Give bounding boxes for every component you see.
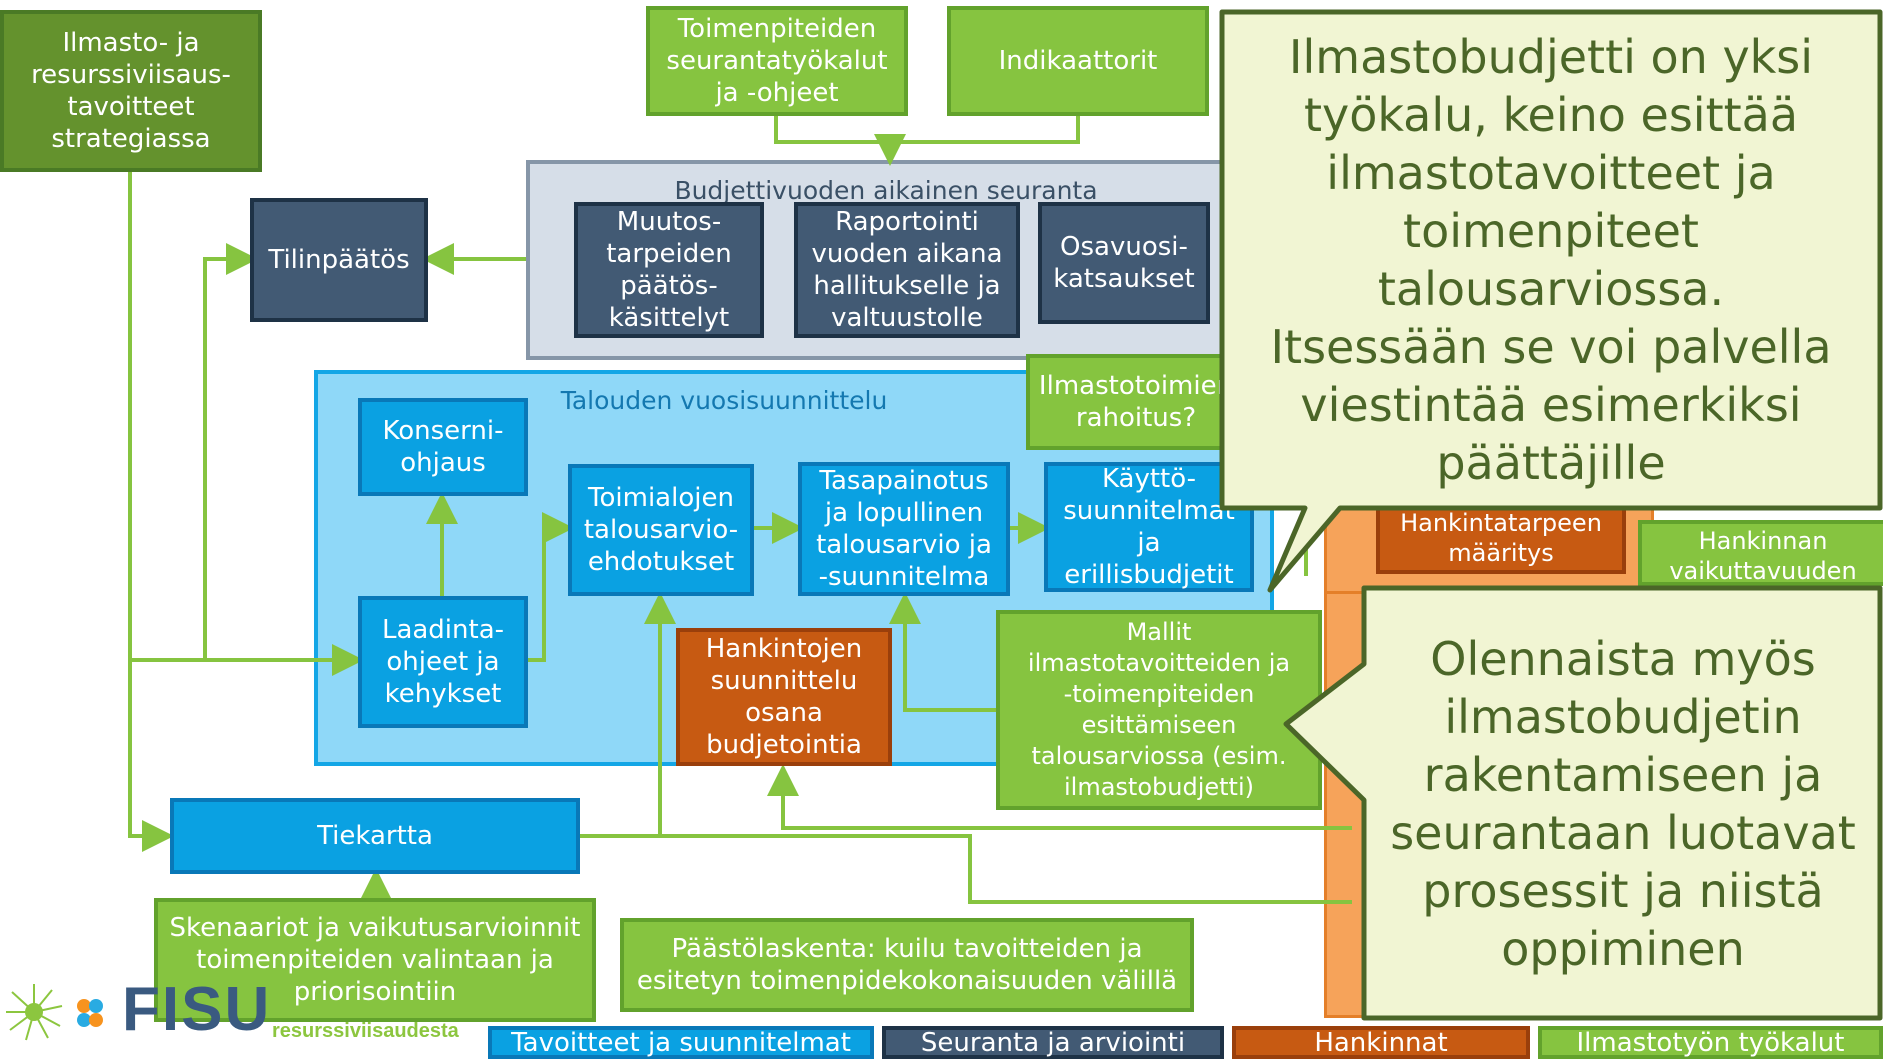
scenarios-box: Skenaariot ja vaikutusarvioinnit toimenp…	[154, 898, 596, 1022]
logo-tagline: resurssiviisaudesta	[272, 1020, 459, 1042]
arrow-tools-merge	[774, 115, 1080, 144]
planning-panel-title: Talouden vuosisuunnittelu	[560, 386, 888, 415]
legend-goals: Tavoitteet ja suunnitelmat	[488, 1026, 874, 1059]
arrow-models-balancing	[889, 592, 1000, 712]
balancing-box: Tasapainotus ja lopullinen talousarvio j…	[798, 462, 1010, 596]
reporting-box: Raportointi vuoden aikana hallitukselle …	[794, 202, 1020, 338]
indicators-box: Indikaattorit	[947, 6, 1209, 116]
arrow-guidelines-proposals	[528, 512, 574, 662]
procurement-planning-box: Hankintojen suunnittelu osana budjetoint…	[676, 628, 892, 766]
strategy-box: Ilmasto- ja resurssiviisaus- tavoitteet …	[0, 10, 262, 172]
group-steering-box: Konserni- ohjaus	[358, 398, 528, 496]
arrow-roadmap-right	[580, 834, 1352, 904]
procurement-need-box: Hankintatarpeen määritys	[1376, 502, 1626, 574]
monitoring-tools-box: Toimenpiteiden seurantatyökalut ja -ohje…	[646, 6, 908, 116]
callout-top-shape	[1219, 9, 1883, 593]
change-decisions-box: Muutos- tarpeiden päätös- käsittelyt	[574, 202, 764, 338]
legend-climate-tools: Ilmastotyön työkalut	[1538, 1026, 1883, 1059]
interim-reports-box: Osavuosi- katsaukset	[1038, 202, 1210, 324]
logo-text: FISU	[122, 975, 272, 1044]
callout-bottom-shape	[1283, 585, 1883, 1021]
emissions-box: Päästölaskenta: kuilu tavoitteiden ja es…	[620, 918, 1194, 1012]
sector-proposals-box: Toimialojen talousarvio- ehdotukset	[568, 464, 754, 596]
monitoring-panel-title: Budjettivuoden aikainen seuranta	[674, 176, 1098, 205]
fisu-logo: FISU resurssiviisaudesta	[4, 975, 504, 1046]
logo-burst-icon	[6, 984, 103, 1041]
arrow-to-financial-statement	[203, 243, 258, 660]
procurement-impact-box: Hankinnan vaikuttavuuden	[1638, 520, 1883, 586]
arrow-procurement-loop	[767, 764, 1352, 830]
callout-bottom-text: Olennaista myös ilmastobudjetin rakentam…	[1390, 632, 1856, 976]
models-box: Mallit ilmastotavoitteiden ja -toimenpit…	[996, 610, 1322, 810]
legend-monitoring: Seuranta ja arviointi	[882, 1026, 1224, 1059]
climate-funding-box: Ilmastotoimien rahoitus?	[1026, 354, 1246, 450]
roadmap-box: Tiekartta	[170, 798, 580, 874]
operating-plans-box: Käyttö- suunnitelmat ja erillisbudjetit	[1044, 462, 1254, 592]
arrow-strategy-down	[128, 170, 174, 852]
guidelines-box: Laadinta- ohjeet ja kehykset	[358, 596, 528, 728]
financial-statement-box: Tilinpäätös	[250, 198, 428, 322]
callout-top-text: Ilmastobudjetti on yksi työkalu, keino e…	[1270, 30, 1832, 490]
legend-procurement: Hankinnat	[1232, 1026, 1530, 1059]
